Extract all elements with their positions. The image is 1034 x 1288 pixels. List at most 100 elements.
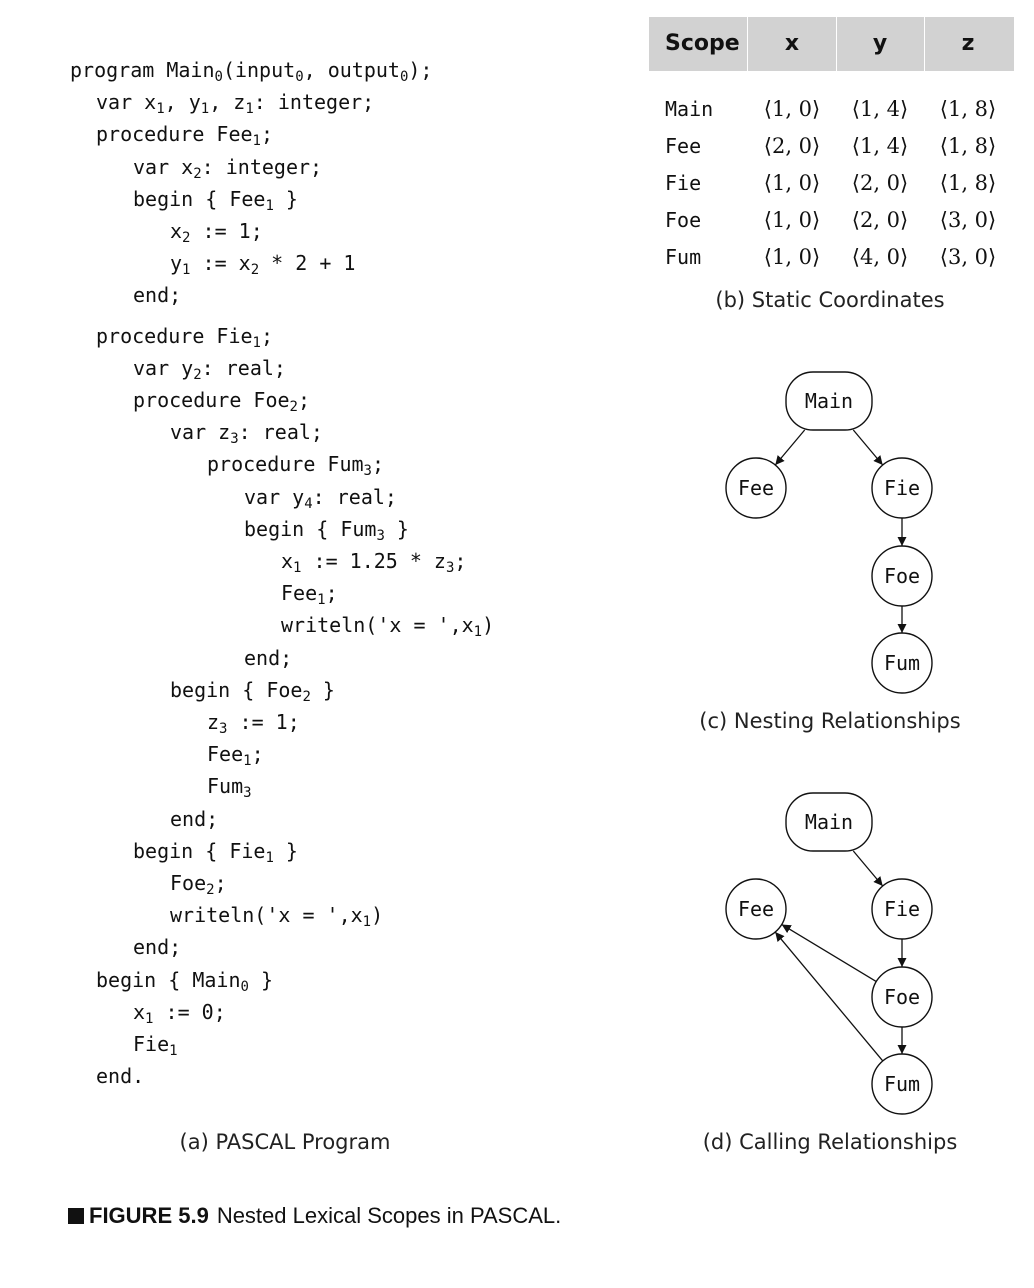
code-subscript: 1 [265, 849, 274, 866]
code-text: : real; [238, 420, 323, 445]
code-text: Fee [207, 742, 244, 767]
code-text: ; [251, 742, 264, 767]
code-subscript: 4 [304, 495, 313, 512]
code-line: procedure Foe2; [133, 386, 310, 414]
code-line: end. [96, 1062, 144, 1090]
node-label: Main [805, 389, 853, 413]
code-subscript: 0 [399, 69, 409, 85]
node-main [785, 371, 873, 431]
edge-foe-to-fee [781, 923, 877, 983]
code-subscript: 2 [193, 366, 202, 383]
code-text: := 1.25 * z [301, 549, 446, 573]
code-line: var z3: real; [170, 418, 323, 446]
code-subscript: 1 [362, 914, 372, 931]
code-text: ; [260, 323, 274, 348]
code-text: procedure Foe [133, 388, 290, 412]
code-text: Foe [170, 871, 207, 895]
code-text: ) [371, 903, 384, 928]
caption-c: (c) Nesting Relationships [699, 709, 961, 733]
node-fee [725, 878, 787, 940]
code-subscript: 2 [193, 165, 202, 182]
header-z: z [961, 31, 975, 56]
code-text: end; [133, 935, 182, 960]
header-divider [747, 17, 748, 71]
code-line: procedure Fee1; [96, 120, 273, 148]
code-text: ; [325, 581, 338, 606]
code-text: end; [170, 806, 219, 831]
header-x: x [784, 31, 800, 56]
node-label: Fum [884, 1072, 920, 1096]
header-y: y [872, 31, 888, 56]
code-text: ; [297, 388, 311, 412]
code-line: end; [133, 933, 181, 961]
figure-title: Nested Lexical Scopes in PASCAL. [216, 1203, 562, 1228]
coord-y: ⟨1, 4⟩ [851, 134, 909, 158]
code-text: end; [133, 283, 182, 308]
code-text: var x [133, 154, 194, 179]
code-line: x1 := 0; [133, 998, 226, 1026]
code-text: := x [190, 251, 251, 276]
code-line: Fee1; [207, 740, 264, 768]
code-line: var x1, y1, z1: integer; [96, 88, 374, 116]
code-text: begin { Main [96, 967, 241, 992]
coord-y: ⟨2, 0⟩ [851, 171, 909, 195]
code-text: var x [96, 90, 157, 115]
code-subscript: 2 [289, 399, 298, 415]
code-text: , z [209, 90, 246, 115]
code-line: x1 := 1.25 * z3; [281, 547, 466, 575]
code-subscript: 0 [214, 69, 223, 85]
code-text: (input [222, 58, 296, 82]
code-subscript: 3 [363, 463, 372, 480]
code-text: ; [454, 549, 467, 573]
code-text: program Main [70, 58, 215, 82]
code-text: ; [260, 122, 274, 147]
code-text: y [170, 251, 183, 276]
code-line: Foe2; [170, 869, 227, 897]
code-subscript: 1 [317, 592, 326, 609]
code-text: ); [408, 58, 433, 82]
node-label: Fee [738, 897, 774, 921]
node-label: Fee [738, 476, 774, 500]
code-line: var x2: integer; [133, 153, 322, 181]
code-subscript: 1 [252, 334, 261, 351]
code-line: program Main0(input0, output0); [70, 56, 432, 84]
node-fie [871, 457, 933, 519]
code-text: , y [164, 90, 201, 115]
code-subscript: 2 [302, 688, 311, 705]
code-line: end; [244, 644, 292, 672]
code-subscript: 1 [245, 101, 254, 118]
table-row: Main⟨1, 0⟩⟨1, 4⟩⟨1, 8⟩ [649, 91, 1014, 128]
code-text: begin { Foe [170, 677, 303, 702]
code-text: writeln('x = ',x [281, 613, 474, 638]
code-subscript: 0 [295, 69, 304, 85]
scope-name: Foe [665, 208, 702, 232]
node-label: Foe [884, 985, 920, 1009]
coord-y: ⟨4, 0⟩ [851, 245, 909, 269]
edge-fum-to-fee [774, 931, 884, 1062]
code-text: } [248, 967, 274, 992]
code-text: , output [303, 58, 400, 82]
edge-main-to-fie [852, 429, 884, 466]
code-text: : integer; [201, 154, 323, 179]
coord-z: ⟨1, 8⟩ [939, 97, 997, 121]
code-line: Fee1; [281, 579, 338, 607]
node-fie [871, 878, 933, 940]
code-subscript: 1 [182, 262, 191, 279]
table-row: Fie⟨1, 0⟩⟨2, 0⟩⟨1, 8⟩ [649, 165, 1014, 202]
code-line: var y4: real; [244, 483, 397, 511]
coord-z: ⟨3, 0⟩ [939, 208, 997, 232]
code-line: writeln('x = ',x1) [170, 901, 383, 929]
code-text: x [133, 999, 146, 1024]
code-text: } [384, 516, 409, 541]
code-text: begin { Fee [133, 186, 266, 211]
code-text: := 1; [227, 710, 300, 734]
header-divider [836, 17, 837, 71]
code-subscript: 1 [243, 753, 252, 770]
code-line: begin { Main0 } [96, 966, 273, 994]
code-text: var z [170, 420, 231, 445]
code-line: end; [133, 281, 181, 309]
caption-b: (b) Static Coordinates [715, 288, 945, 312]
code-subscript: 2 [206, 882, 215, 898]
